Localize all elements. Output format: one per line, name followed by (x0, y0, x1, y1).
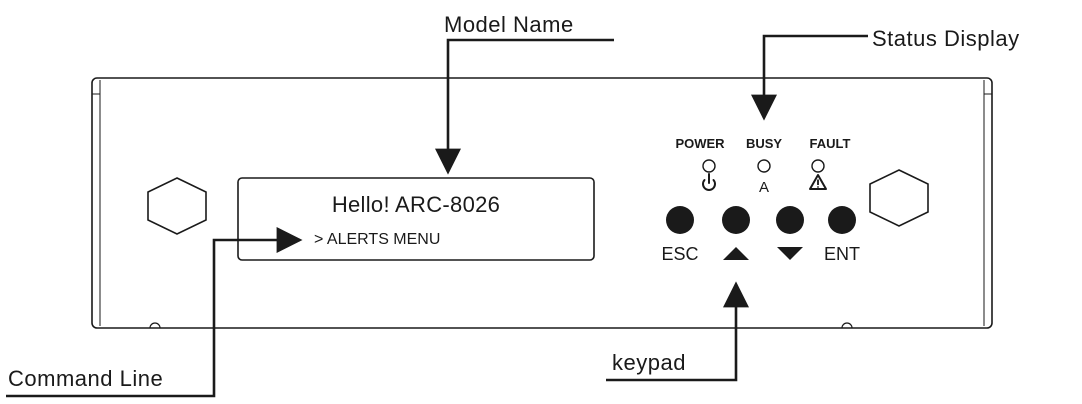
ent-key-label: ENT (824, 244, 860, 264)
command-line-label: Command Line (8, 366, 163, 391)
power-led (702, 159, 716, 173)
down-button[interactable] (776, 206, 804, 234)
warning-icon (809, 174, 827, 190)
left-mount-hex (147, 177, 207, 235)
led-label-fault: FAULT (810, 136, 851, 151)
up-button[interactable] (722, 206, 750, 234)
callout-command-line: Command Line (6, 227, 303, 398)
callout-model-name: Model Name (435, 12, 614, 175)
busy-led (757, 159, 771, 173)
callout-status-display: Status Display (751, 26, 1020, 121)
lcd-line-2: > ALERTS MENU (314, 231, 440, 248)
ent-button[interactable] (828, 206, 856, 234)
led-label-busy: BUSY (746, 136, 782, 151)
chassis (91, 77, 993, 329)
up-arrow-icon (723, 247, 749, 260)
power-icon (702, 173, 716, 191)
led-label-power: POWER (675, 136, 725, 151)
lcd-line-1: Hello! ARC-8026 (332, 192, 500, 217)
esc-key-label: ESC (661, 244, 698, 264)
model-name-label: Model Name (444, 12, 574, 37)
busy-symbol: A (759, 179, 769, 196)
lcd-display (237, 177, 595, 261)
status-display-label: Status Display (872, 26, 1020, 51)
down-arrow-icon (777, 247, 803, 260)
keypad-label: keypad (612, 350, 686, 375)
status-leds: POWER BUSY FAULT A (675, 136, 850, 196)
fault-led (811, 159, 825, 173)
esc-button[interactable] (666, 206, 694, 234)
callout-keypad: keypad (606, 281, 749, 382)
keypad: ESC ENT (661, 206, 860, 264)
right-mount-hex (869, 169, 929, 227)
